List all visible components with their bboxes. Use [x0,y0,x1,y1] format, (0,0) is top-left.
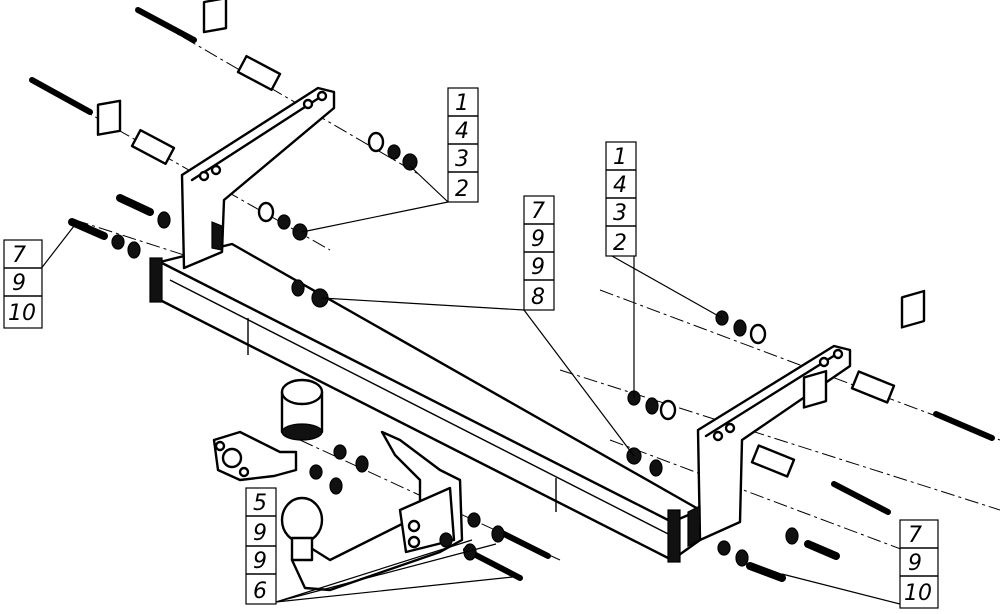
callout-label: 2 [455,177,469,202]
bolt-bottom-right [746,540,840,582]
callout-label: 4 [613,173,627,198]
socket-plate [212,430,298,482]
callout-top-center: 1 4 3 2 [447,87,479,203]
callout-label: 8 [531,285,545,310]
callout-bottom-right: 7 9 10 [899,519,939,609]
callout-label: 2 [613,231,627,256]
callout-label: 6 [253,579,267,604]
bolt-ball [463,527,551,581]
bolt-upper-left [29,77,93,115]
callout-label: 9 [531,255,545,280]
callout-label: 9 [531,227,545,252]
callout-label: 3 [455,147,469,172]
callout-label: 10 [8,301,36,326]
left-mounting-bracket [180,86,336,270]
bolt-left-short [68,194,154,240]
callout-label: 7 [12,243,26,268]
crossbar-beam [149,242,702,563]
callout-left: 7 9 10 [3,239,43,329]
callout-label: 9 [253,521,267,546]
callout-label: 7 [531,199,545,224]
callout-label: 4 [455,119,469,144]
bolt-right-upper [933,411,995,441]
tow-ball-cap [280,378,324,441]
callout-label: 1 [613,145,627,170]
leader-lines [39,165,901,605]
spacer-sleeves [130,54,896,478]
callout-label: 3 [613,201,627,226]
callout-label: 9 [12,271,26,296]
callout-label: 10 [904,581,932,606]
tow-ball [280,496,324,562]
callout-label: 7 [908,523,922,548]
callout-bottom-left: 5 9 9 6 [245,487,277,605]
bolt-right-lower [831,481,891,515]
callout-right-upper: 1 4 3 2 [605,141,637,257]
bolt-top-left [135,7,197,43]
callout-middle: 7 9 9 8 [523,195,555,311]
callout-label: 1 [455,91,469,116]
callout-label: 5 [253,491,267,516]
right-mounting-bracket [687,344,852,547]
callout-label: 9 [908,551,922,576]
callout-label: 9 [253,549,267,574]
square-plate-washers [96,0,926,409]
